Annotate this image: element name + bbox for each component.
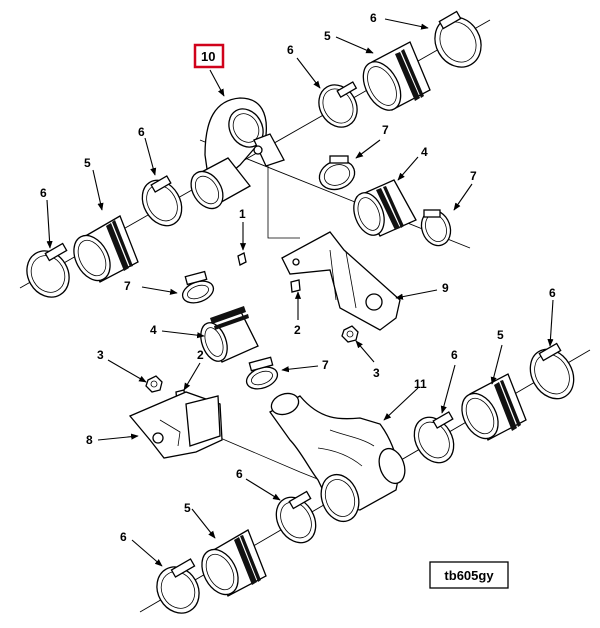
hose-clamp-top-right <box>434 10 482 68</box>
callout-7-left-mid: 7 <box>124 279 131 293</box>
hose-clamp-right-far <box>529 342 575 400</box>
elbow-pipe-10 <box>190 97 285 210</box>
callout-5-left: 5 <box>84 156 91 170</box>
callout-4-upper-right: 4 <box>421 145 428 159</box>
highlight-box <box>193 43 225 69</box>
callout-1: 1 <box>239 207 246 221</box>
callout-5-top: 5 <box>324 29 331 43</box>
callout-7-center: 7 <box>322 358 329 372</box>
hose-coupler-right-low <box>461 373 527 441</box>
callout-6-mid-top: 6 <box>287 43 294 57</box>
callout-5-bottom: 5 <box>184 501 191 515</box>
hose-clamp-far-left <box>26 242 70 298</box>
bolt-2-right <box>290 279 301 293</box>
hose-clamp-left-up <box>141 175 183 227</box>
callout-3-left: 3 <box>97 348 104 362</box>
callout-4-mid: 4 <box>150 323 157 337</box>
figure-code: tb605gy <box>444 568 494 583</box>
leader-arrows <box>46 18 554 567</box>
hose-clamp-mid-top <box>318 81 358 128</box>
callout-2-right: 2 <box>294 323 301 337</box>
callout-6-far-left: 6 <box>40 186 47 200</box>
callout-6-right-far: 6 <box>549 286 556 300</box>
callout-7-upper-right: 7 <box>382 123 389 137</box>
callout-6-left-up: 6 <box>138 125 145 139</box>
callout-5-right-low: 5 <box>497 328 504 342</box>
callout-7-far-right: 7 <box>470 169 477 183</box>
hose-clamp-center <box>245 356 279 390</box>
hose-coupler-bottom <box>201 529 267 597</box>
callout-3-right: 3 <box>373 366 380 380</box>
callout-labels: 6 5 6 10 6 7 4 7 5 6 1 9 7 2 4 3 3 2 7 6… <box>40 11 556 544</box>
hose-coupler-upper-right <box>353 179 417 237</box>
callout-6-top: 6 <box>370 11 377 25</box>
hose-clamp-bottom-mid <box>275 490 317 544</box>
figure-code-box: tb605gy <box>429 561 509 589</box>
callout-6-right-low: 6 <box>451 348 458 362</box>
bracket-9 <box>281 231 401 331</box>
callout-10: 10 <box>201 49 215 64</box>
hose-clamp-bottom-left <box>156 558 200 614</box>
hose-coupler-mid <box>200 306 259 363</box>
bolt-1 <box>237 252 247 266</box>
callout-11: 11 <box>414 377 427 391</box>
bolt-3-left <box>145 375 163 393</box>
callout-6-bottom-mid: 6 <box>236 467 243 481</box>
bolt-3-right <box>341 325 359 343</box>
hose-clamp-far-right <box>420 209 452 247</box>
hose-coupler-top-right <box>362 41 431 111</box>
hose-clamp-upper-right <box>318 155 356 191</box>
callout-8: 8 <box>86 433 93 447</box>
callout-6-bottom-left: 6 <box>120 530 127 544</box>
bracket-8 <box>128 391 223 459</box>
hose-clamp-right-low <box>413 411 455 464</box>
callout-9: 9 <box>442 281 449 295</box>
y-pipe-11 <box>269 392 406 523</box>
hose-clamp-left-mid <box>181 270 215 304</box>
hose-coupler-left <box>73 215 139 283</box>
callout-2-left: 2 <box>197 348 204 362</box>
